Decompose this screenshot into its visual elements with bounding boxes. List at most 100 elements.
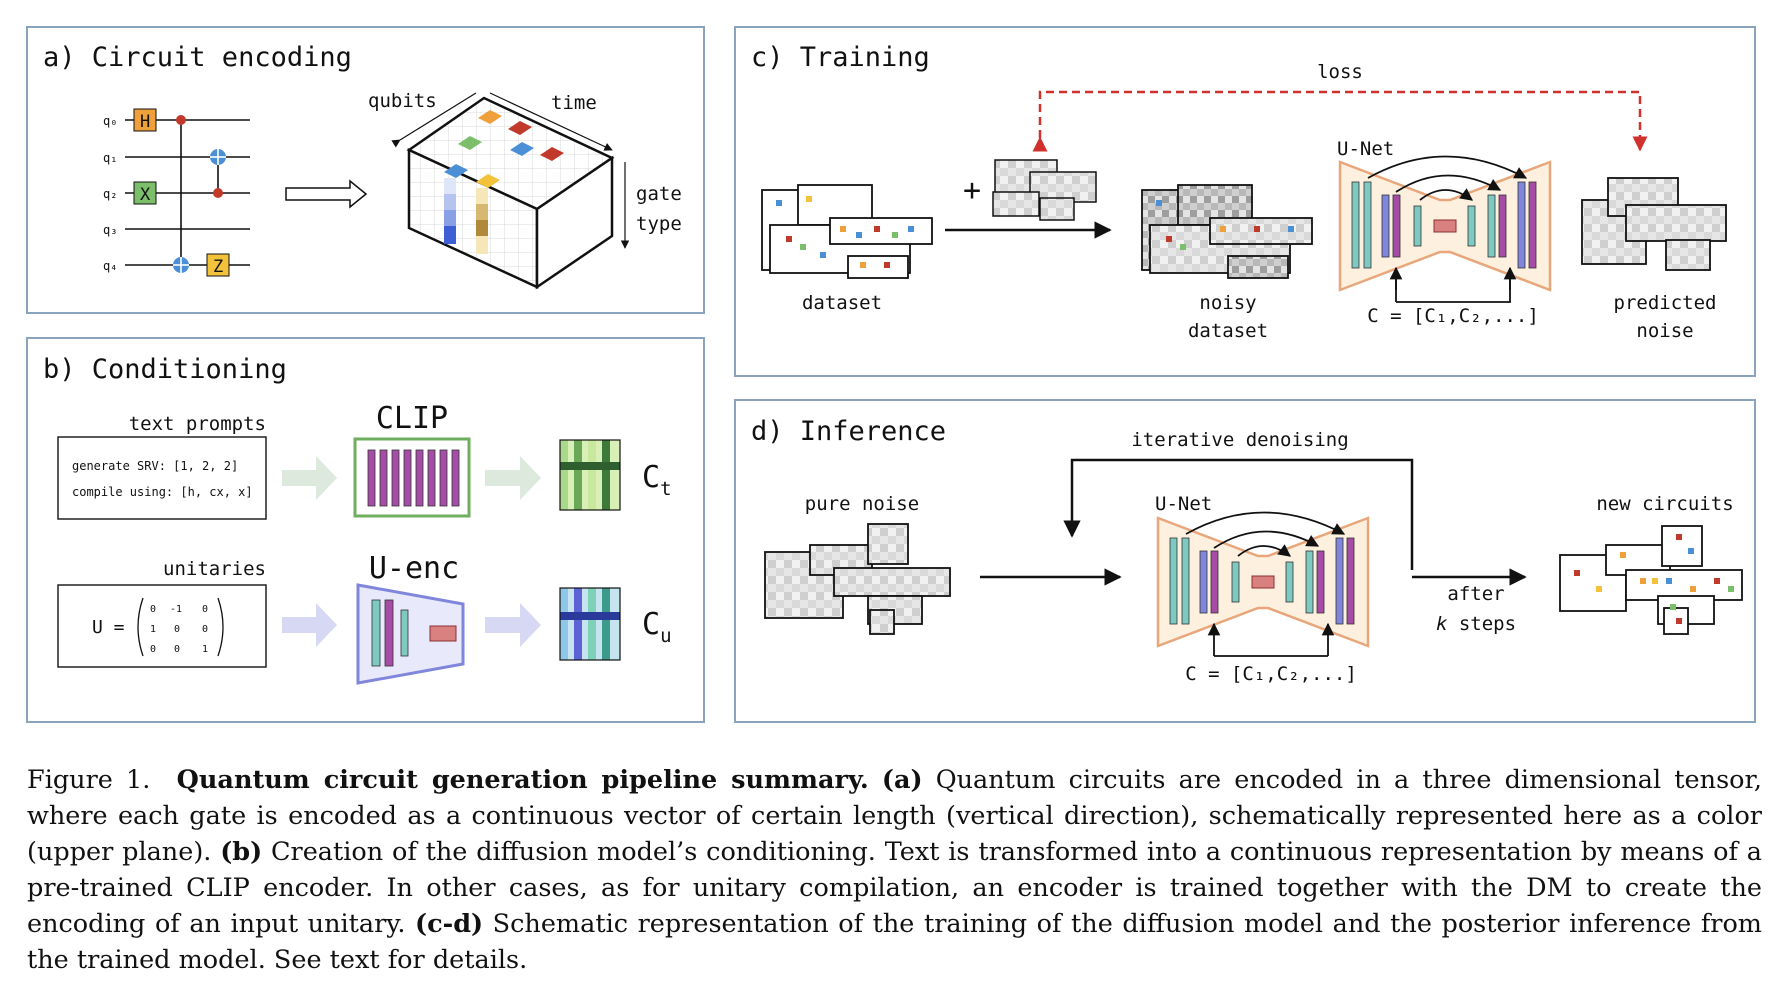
predicted-label-2: noise <box>1636 320 1693 342</box>
arrow-icon <box>282 603 337 647</box>
caption-cd-text: Schematic representation of the training… <box>27 909 1762 975</box>
unet-bottleneck <box>1433 219 1457 233</box>
noisy-label-2: dataset <box>1188 320 1268 342</box>
axis-time-label: time <box>551 92 597 114</box>
text-prompts-label: text prompts <box>129 413 266 435</box>
encode-arrow-icon <box>285 179 368 209</box>
unet-bars <box>1351 181 1537 269</box>
cu-label: Cu <box>642 607 672 647</box>
svg-text:-1: -1 <box>170 604 182 615</box>
caption-b-tag: (b) <box>220 837 263 867</box>
caption-figure-number: Figure 1. <box>27 765 151 795</box>
panel-d: d) Inference iterative denoising pure no… <box>734 399 1756 723</box>
plus-sign: + <box>963 173 981 208</box>
z-gate <box>206 253 230 277</box>
prompt-line-1: generate SRV: [1, 2, 2] <box>72 459 238 473</box>
pure-noise-label: pure noise <box>805 493 919 515</box>
after-label: after <box>1447 583 1504 605</box>
caption-cd-tag: (c-d) <box>415 909 484 939</box>
svg-text:0: 0 <box>150 644 156 655</box>
unet-bottleneck-d <box>1251 575 1275 589</box>
axis-type-label: type <box>636 213 682 235</box>
unet-bars-d <box>1169 537 1355 625</box>
cu-embedding-stack <box>559 587 621 661</box>
figure-caption: Figure 1. Quantum circuit generation pip… <box>27 762 1762 978</box>
axis-time-arrow <box>489 92 613 151</box>
cond-label: C = [C₁,C₂,...] <box>1367 305 1539 327</box>
panel-a: a) Circuit encoding q₀ q₁ q₂ q₃ q₄ H X Z <box>26 26 705 314</box>
cnot-target-icon <box>210 149 226 165</box>
uenc-bar <box>384 599 394 667</box>
matrix-bracket-left <box>137 597 144 657</box>
cnot-target-icon <box>173 257 189 273</box>
skip-connection <box>1395 174 1502 193</box>
arrow-icon <box>485 603 541 647</box>
x-gate <box>133 181 157 205</box>
arrow-icon <box>282 456 337 500</box>
panel-b-title: b) Conditioning <box>43 354 287 385</box>
ct-label: Ct <box>642 460 672 500</box>
svg-text:0: 0 <box>174 624 180 635</box>
noise-stack <box>992 159 1097 221</box>
noisy-dataset-stack <box>1141 184 1313 279</box>
loss-arrow <box>1032 90 1648 152</box>
qubit-label-1: q₁ <box>103 151 117 165</box>
uenc-label: U-enc <box>369 551 459 586</box>
qubit-label-2: q₂ <box>103 187 117 201</box>
svg-text:0: 0 <box>174 644 180 655</box>
axis-gate-label: gate <box>636 183 682 205</box>
arrow-icon <box>485 456 541 500</box>
uenc-bottleneck <box>429 625 457 642</box>
tensor-cube <box>406 96 615 290</box>
unitary-box <box>57 584 267 668</box>
caption-b-text: Creation of the diffusion model’s condit… <box>27 837 1762 939</box>
skip-connection <box>1419 188 1474 201</box>
skip-connection <box>1185 511 1346 535</box>
new-circuits-label: new circuits <box>1596 493 1733 515</box>
x-gate-label: X <box>140 185 151 205</box>
figure-diagram: a) Circuit encoding q₀ q₁ q₂ q₃ q₄ H X Z <box>26 26 1756 723</box>
svg-text:1: 1 <box>150 624 156 635</box>
predicted-label-1: predicted <box>1614 292 1717 314</box>
prompt-line-2: compile using: [h, cx, x] <box>72 485 253 499</box>
clip-bars <box>367 449 460 507</box>
svg-text:0: 0 <box>202 604 208 615</box>
skip-connection <box>1367 155 1528 179</box>
iterative-loop-arrow <box>1063 458 1414 570</box>
after-steps-label: k steps <box>1436 613 1516 635</box>
control-dot <box>213 188 223 198</box>
control-dot <box>176 115 186 125</box>
predicted-noise-stack <box>1581 177 1727 271</box>
skip-connection <box>1237 544 1292 557</box>
panel-b: b) Conditioning text prompts generate SR… <box>26 337 705 723</box>
panel-d-title: d) Inference <box>751 416 946 447</box>
uenc-bar <box>371 599 381 667</box>
panel-c: c) Training loss dataset + <box>734 26 1756 377</box>
matrix-bracket-right <box>217 597 224 657</box>
panel-c-title: c) Training <box>751 42 930 73</box>
axis-qubits-label: qubits <box>368 90 437 112</box>
qubit-label-4: q₄ <box>103 259 117 273</box>
h-gate-label: H <box>140 112 150 132</box>
new-circuits-stack <box>1559 525 1743 635</box>
dataset-stack <box>761 184 933 279</box>
svg-text:0: 0 <box>202 624 208 635</box>
uenc-bar <box>400 609 409 657</box>
unet-label-d: U-Net <box>1155 493 1212 515</box>
caption-title: Quantum circuit generation pipeline summ… <box>176 765 869 795</box>
cond-label-d: C = [C₁,C₂,...] <box>1185 663 1357 685</box>
panel-a-title: a) Circuit encoding <box>43 42 352 73</box>
h-gate <box>133 108 157 132</box>
caption-a-text: Quantum circuits are encoded in a three … <box>27 765 1762 867</box>
svg-text:1: 1 <box>202 644 208 655</box>
unitaries-label: unitaries <box>163 558 266 580</box>
prompt-box <box>57 436 267 520</box>
pure-noise-stack <box>764 523 951 635</box>
unet-label: U-Net <box>1337 138 1394 160</box>
noisy-label-1: noisy <box>1199 292 1256 314</box>
iterative-label: iterative denoising <box>1131 429 1348 451</box>
skip-connection <box>1213 530 1320 549</box>
qubit-label-3: q₃ <box>103 223 117 237</box>
dataset-label: dataset <box>802 292 882 314</box>
